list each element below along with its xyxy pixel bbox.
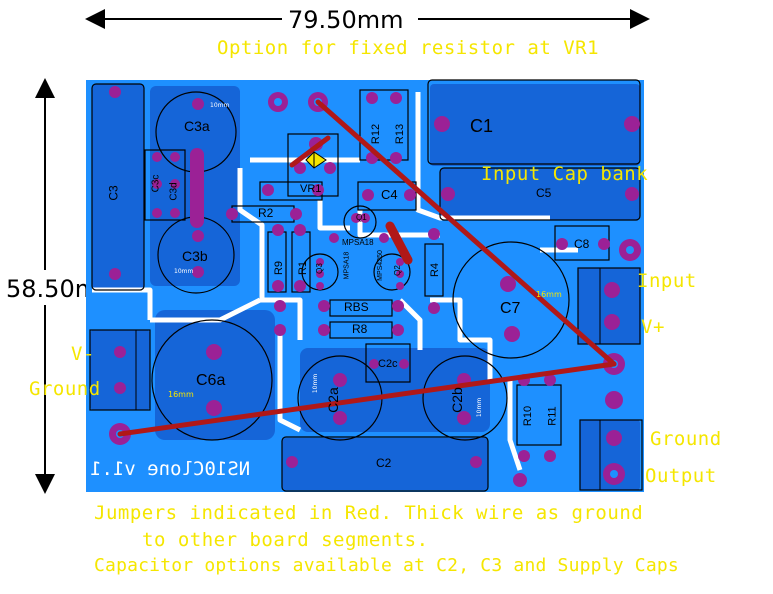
traces xyxy=(92,92,578,471)
connector-output-label: Output xyxy=(645,465,717,487)
slot-pads xyxy=(190,148,204,228)
label-r12: R12 xyxy=(370,123,383,145)
label-c5: C5 xyxy=(536,186,552,200)
connector-ground-right-label: Ground xyxy=(650,428,722,450)
label-r1: R1 xyxy=(297,260,310,276)
label-c7: C7 xyxy=(500,300,521,317)
label-c3: C3 xyxy=(106,185,121,201)
jumpers xyxy=(117,99,617,437)
width-dimension: 79.50mm xyxy=(288,6,404,34)
label-r9: R9 xyxy=(273,260,286,276)
label-r8: R8 xyxy=(352,322,368,336)
input-cap-bank-label: Input Cap bank xyxy=(481,163,649,185)
label-c3d: C3d xyxy=(168,182,180,201)
label-c3b: C3b xyxy=(182,248,208,264)
label-q2: Q2 xyxy=(392,265,402,276)
note-capacitor-options: Capacitor options available at C2, C3 an… xyxy=(94,555,679,576)
pads xyxy=(109,86,641,487)
label-10mm-c2b: 10mm xyxy=(476,397,484,418)
label-c2: C2 xyxy=(376,456,392,470)
label-rbs: RBS xyxy=(344,300,369,314)
label-16mm-c7: 16mm xyxy=(536,290,562,299)
label-c2b: C2b xyxy=(448,387,465,413)
label-mps4250: MPS4250 xyxy=(376,250,384,281)
connector-blocks xyxy=(135,268,601,490)
label-c2a: C2a xyxy=(324,387,341,413)
label-mpsa18b: MPSA18 xyxy=(343,251,351,280)
note-jumpers-line1: Jumpers indicated in Red. Thick wire as … xyxy=(94,502,644,524)
label-c3a: C3a xyxy=(184,118,210,134)
label-10mm-c2a: 10mm xyxy=(312,373,320,394)
label-10mm-c3a: 10mm xyxy=(210,102,230,109)
connector-vminus-label: V- xyxy=(71,343,95,365)
label-c2c: C2c xyxy=(378,358,398,370)
label-r10: R10 xyxy=(522,405,535,427)
connector-vplus-label: V+ xyxy=(641,316,665,338)
label-c3c: C3c xyxy=(150,174,162,193)
label-q1: Q1 xyxy=(356,213,367,222)
label-mpsa18: MPSA18 xyxy=(342,238,374,247)
label-vr1: VR1 xyxy=(300,183,322,195)
label-q3: Q3 xyxy=(314,263,324,274)
label-c1: C1 xyxy=(470,116,494,136)
connector-input-label: Input xyxy=(637,270,697,292)
note-jumpers-line2: to other board segments. xyxy=(142,529,429,551)
label-r4: R4 xyxy=(429,262,442,278)
label-c4: C4 xyxy=(381,187,398,202)
label-16mm-c6a: 16mm xyxy=(168,390,194,399)
label-r13: R13 xyxy=(394,123,407,145)
label-r11: R11 xyxy=(546,406,559,426)
vr1-symbol xyxy=(305,151,327,169)
board-version-label: NS10Clone v1.1 xyxy=(90,458,251,480)
label-10mm-c3b: 10mm xyxy=(174,268,194,275)
label-c8: C8 xyxy=(574,237,590,251)
label-c6a: C6a xyxy=(196,372,226,389)
label-r2: R2 xyxy=(258,206,274,220)
thick-jumper xyxy=(385,221,413,265)
connector-ground-left-label: Ground xyxy=(29,378,101,400)
note-fixed-resistor: Option for fixed resistor at VR1 xyxy=(217,37,600,59)
